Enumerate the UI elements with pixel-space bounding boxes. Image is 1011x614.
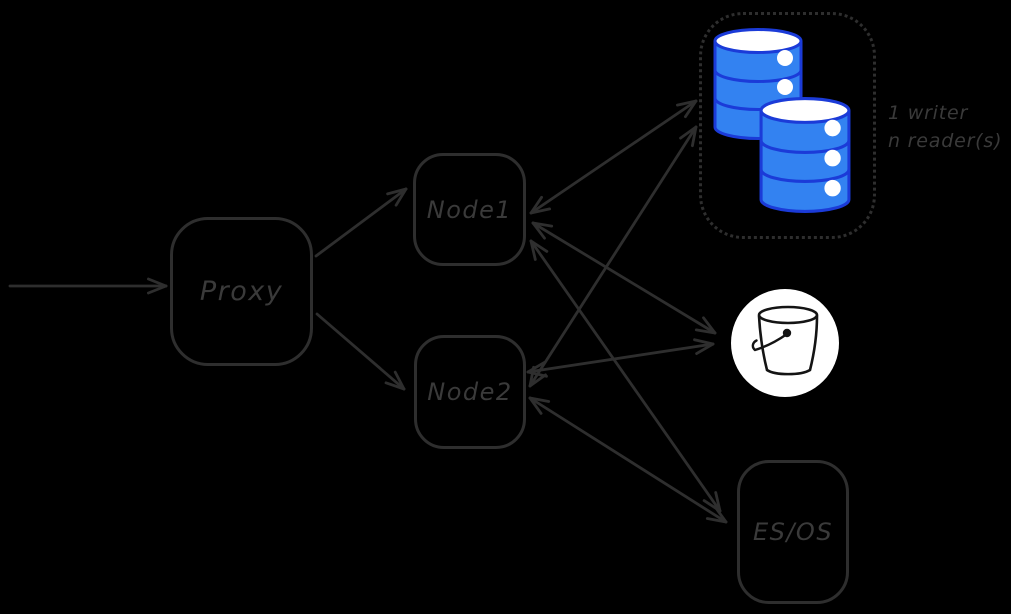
edge-inbound-to-proxy: [8, 277, 168, 295]
database-icon: [759, 97, 851, 213]
proxy-label: Proxy: [199, 276, 284, 307]
db-cluster-label: 1 writer n reader(s): [888, 100, 1002, 155]
db-cluster-group: [699, 12, 876, 239]
edge-node1-db: [529, 99, 698, 215]
bucket-icon: [731, 289, 839, 397]
db-cluster-label-line2: n reader(s): [888, 129, 1003, 152]
node1-node: Node1: [413, 153, 526, 266]
edge-node2-bucket: [526, 338, 715, 378]
proxy-node: Proxy: [170, 217, 313, 366]
edge-node2-esos: [528, 396, 728, 524]
edge-proxy-to-node1: [314, 187, 408, 258]
node1-label: Node1: [426, 195, 513, 224]
db-cluster-label-line1: 1 writer: [888, 102, 969, 124]
edge-node1-bucket: [531, 221, 717, 335]
esos-label: ES/OS: [752, 518, 834, 546]
node2-node: Node2: [414, 335, 526, 449]
edge-proxy-to-node2: [315, 312, 406, 391]
node2-label: Node2: [427, 378, 513, 406]
edge-node2-db: [528, 125, 698, 388]
edge-node1-esos: [529, 239, 722, 513]
esos-node: ES/OS: [737, 460, 849, 604]
